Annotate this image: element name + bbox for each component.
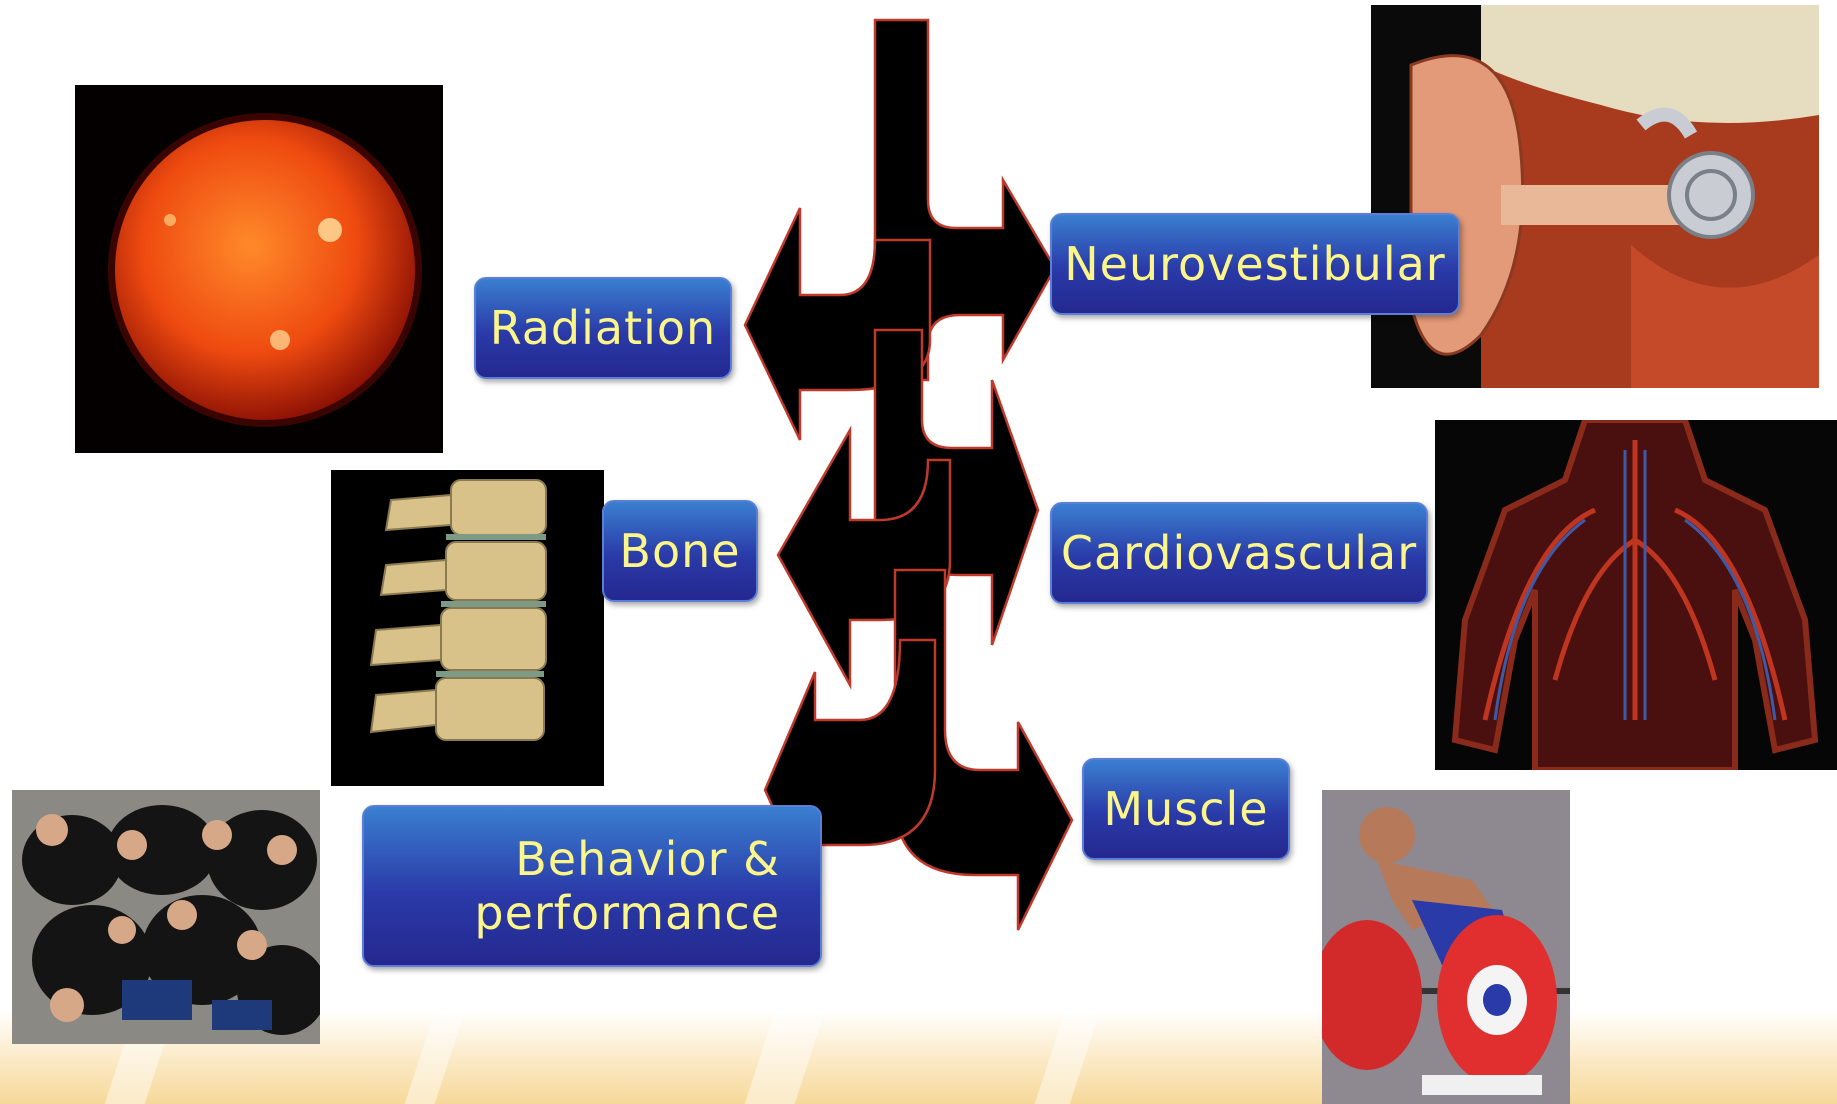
muscle-label: Muscle xyxy=(1082,758,1290,860)
crew-photo xyxy=(12,790,320,1044)
radiation-label-text: Radiation xyxy=(490,301,716,355)
behavior-label-line1: Behavior & xyxy=(515,832,780,886)
circulatory-system-photo xyxy=(1435,420,1837,770)
cardiovascular-label: Cardiovascular xyxy=(1050,502,1428,604)
inner-ear-photo xyxy=(1371,5,1819,388)
bone-label-text: Bone xyxy=(619,524,740,578)
radiation-label: Radiation xyxy=(474,277,732,379)
behavior-label-line2: performance xyxy=(474,886,780,940)
sun-photo xyxy=(75,85,443,453)
neurovestibular-label: Neurovestibular xyxy=(1050,213,1460,315)
neurovestibular-label-text: Neurovestibular xyxy=(1064,237,1445,291)
weightlifter-photo xyxy=(1322,790,1570,1104)
cardiovascular-label-text: Cardiovascular xyxy=(1061,526,1417,580)
spine-photo xyxy=(331,470,604,786)
muscle-label-text: Muscle xyxy=(1103,782,1268,836)
behavior-performance-label: Behavior & performance xyxy=(362,805,822,967)
bone-label: Bone xyxy=(602,500,758,602)
